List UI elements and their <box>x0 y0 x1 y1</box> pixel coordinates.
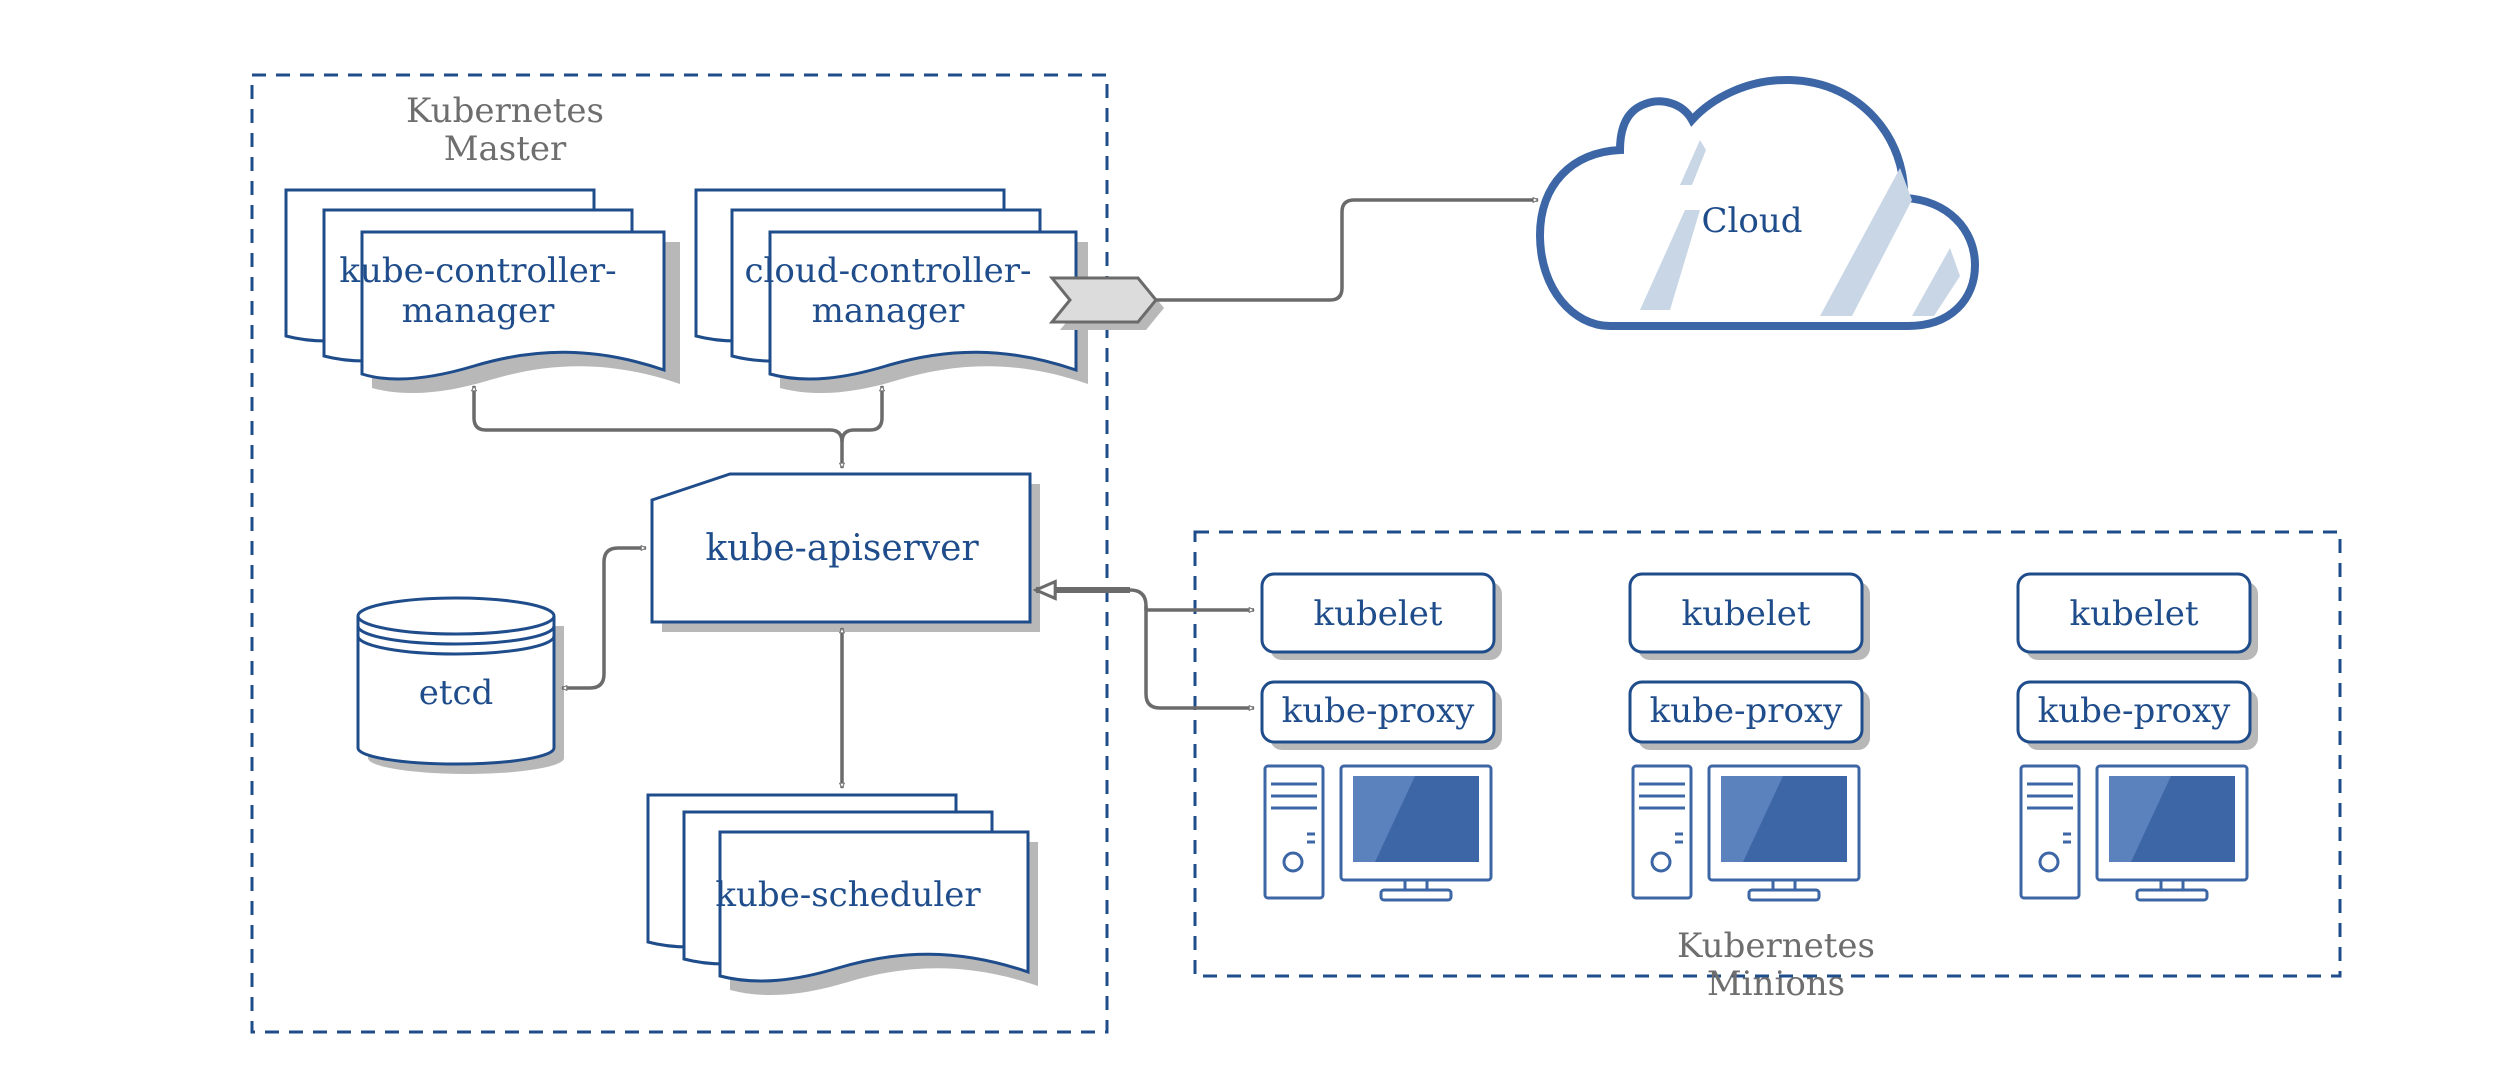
controller-manager-node: kube-controller- manager <box>284 188 680 394</box>
etcd-label: etcd <box>419 673 494 713</box>
cloud-connector <box>1156 200 1538 302</box>
cloudcontroller-apiserver-connector <box>840 386 882 443</box>
provider-arrow <box>1048 276 1158 324</box>
cloud-controller-manager-node: cloud-controller- manager <box>694 188 1088 394</box>
kubelet-connector <box>1129 588 1254 610</box>
kube-proxy-label: kube-proxy <box>1282 691 1476 731</box>
kube-proxy-connector <box>1144 606 1254 708</box>
minions-title-line1: Kubernetes <box>1677 926 1875 966</box>
minion-node: kubelet kube-proxy <box>2016 572 2258 902</box>
apiserver-etcd-connector <box>562 548 646 688</box>
scheduler-node: kube-scheduler <box>646 793 1038 996</box>
kubelet-label: kubelet <box>1313 594 1442 634</box>
cloud-controller-manager-label-line1: cloud-controller- <box>745 251 1032 291</box>
scheduler-label: kube-scheduler <box>715 875 981 915</box>
computer-icon <box>1631 764 1861 902</box>
computer-icon <box>1263 764 1493 902</box>
kubelet-label: kubelet <box>2069 594 2198 634</box>
master-group <box>250 73 1109 1034</box>
minions-group <box>1193 530 2342 978</box>
apiserver-label: kube-apiserver <box>705 528 979 569</box>
controller-manager-label-line1: kube-controller- <box>339 251 616 291</box>
cloud-label: Cloud <box>1701 201 1802 241</box>
kube-proxy-label: kube-proxy <box>1650 691 1844 731</box>
cloud-node: Cloud <box>1535 75 1980 330</box>
minion-node: kubelet kube-proxy <box>1260 572 1502 902</box>
minions-title-line2: Minions <box>1707 964 1845 1004</box>
kube-proxy-label: kube-proxy <box>2038 691 2232 731</box>
etcd-node: etcd <box>356 596 564 774</box>
controller-apiserver-connector <box>474 386 842 468</box>
master-title-line2: Master <box>444 129 567 169</box>
kubelet-label: kubelet <box>1681 594 1810 634</box>
minion-node: kubelet kube-proxy <box>1628 572 1870 902</box>
apiserver-node: kube-apiserver <box>650 472 1040 632</box>
controller-manager-label-line2: manager <box>402 291 556 331</box>
computer-icon <box>2019 764 2249 902</box>
cloud-controller-manager-label-line2: manager <box>812 291 966 331</box>
master-title-line1: Kubernetes <box>406 91 604 131</box>
